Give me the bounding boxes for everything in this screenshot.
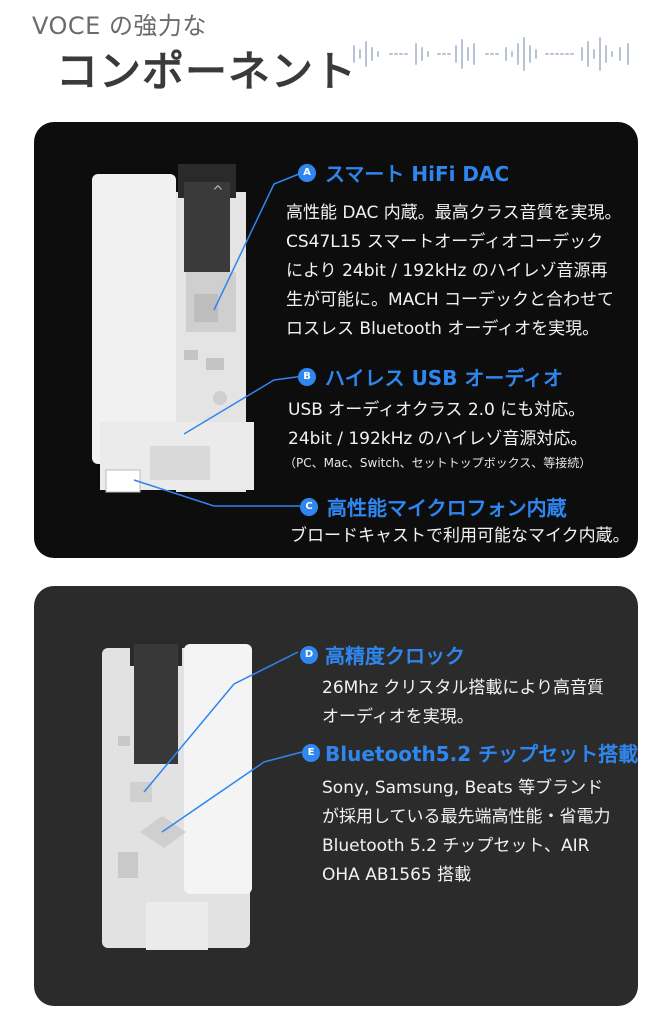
- feature-a-description: 高性能 DAC 内蔵。最高クラス音質を実現。 CS47L15 スマートオーディオ…: [286, 203, 622, 339]
- feature-b-description: USB オーディオクラス 2.0 にも対応。 24bit / 192kHz のハ…: [288, 400, 588, 449]
- feature-e-badge: E: [302, 744, 320, 762]
- sound-wave-icon: [353, 37, 629, 71]
- feature-b-title: ハイレス USB オーディオ: [325, 366, 564, 390]
- feature-c-title: 高性能マイクロフォン内蔵: [327, 496, 567, 520]
- feature-a-badge: A: [298, 164, 316, 182]
- header-title: コンポーネント: [56, 47, 358, 96]
- panel-dac-usb-mic: ^ A スマート HiFi DAC 高性能 DAC 内蔵。最高クラス音質を実現。…: [34, 122, 638, 558]
- feature-d-title: 高精度クロック: [325, 644, 465, 668]
- panel-clock-bluetooth: D 高精度クロック 26Mhz クリスタル搭載により高音質 オーディオを実現。 …: [34, 586, 638, 1006]
- feature-c-badge: C: [300, 498, 318, 516]
- circuit-board-front-illustration: ^: [92, 164, 305, 507]
- feature-a-title: スマート HiFi DAC: [325, 162, 510, 186]
- feature-e-description: Sony, Samsung, Beats 等ブランド が採用している最先端高性能…: [322, 778, 611, 885]
- feature-d-description: 26Mhz クリスタル搭載により高音質 オーディオを実現。: [322, 678, 605, 727]
- feature-b-note: （PC、Mac、Switch、セットトップボックス、等接続）: [284, 456, 592, 470]
- svg-text:^: ^: [212, 184, 224, 200]
- feature-c-description: ブロードキャストで利用可能なマイク内蔵。: [290, 526, 630, 546]
- header-subtitle: VOCE の強力な: [32, 12, 207, 40]
- circuit-board-back-illustration: [102, 626, 303, 950]
- feature-b-badge: B: [298, 368, 316, 386]
- feature-d-badge: D: [300, 646, 318, 664]
- feature-e-title: Bluetooth5.2 チップセット搭載: [325, 742, 638, 766]
